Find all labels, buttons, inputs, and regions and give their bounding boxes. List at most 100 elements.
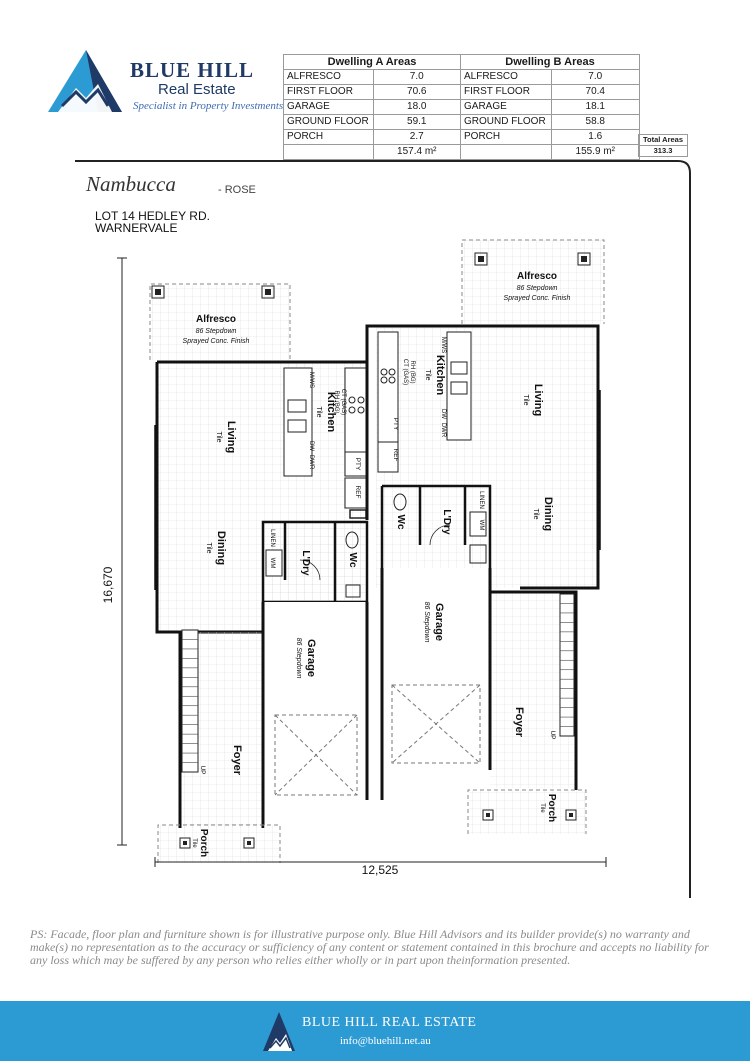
b-mws-label: M/WS — [440, 337, 446, 353]
b-dining-label: Dining — [542, 497, 554, 531]
b-ct-label: CT (GAS) — [402, 359, 408, 385]
b-living-area — [376, 326, 598, 588]
b-up-label: UP — [549, 730, 556, 739]
b-alfresco-area — [462, 240, 604, 324]
a-post-icon — [243, 837, 255, 849]
a-living-floor: Tile — [215, 431, 222, 442]
b-laundry-label: L'Dry — [441, 509, 452, 535]
b-post-icon — [577, 252, 591, 266]
b-living-floor: Tile — [522, 394, 529, 405]
b-exterior-wall — [365, 324, 600, 590]
a-porch-label: Porch — [198, 829, 209, 857]
a-linen-label: LINEN — [269, 529, 275, 547]
a-laundry-label: L'Dry — [300, 550, 311, 576]
footer-logo-icon — [263, 1012, 295, 1051]
b-garage-area — [382, 568, 490, 800]
b-washing-machine-icon — [469, 511, 487, 537]
b-kitchen-floor: Tile — [424, 369, 431, 380]
a-mws-label: M/WS — [308, 372, 314, 388]
a-garage-label: Garage — [305, 639, 317, 677]
floor-plan: Alfresco 86 Stepdown Sprayed Conc. Finis… — [75, 160, 691, 898]
a-dw-label: DW — [308, 441, 314, 451]
b-dwr-label: DWR — [440, 423, 446, 438]
brand-name: BLUE HILL — [130, 58, 254, 82]
b-toilet-icon — [393, 493, 407, 511]
dwelling-a — [149, 283, 369, 863]
b-porch-floor: Tile — [539, 803, 545, 813]
b-dw-label: DW — [440, 409, 446, 419]
a-door-swing — [299, 559, 321, 581]
table-row: GROUND FLOOR 59.1 GROUND FLOOR 58.8 — [283, 114, 641, 130]
a-alfresco-label: Alfresco — [196, 314, 236, 325]
width-dimension: 12,525 — [362, 863, 399, 877]
b-wm-label: WM — [478, 520, 484, 531]
a-kitchen-label: Kitchen — [325, 392, 337, 433]
b-linen-label: LINEN — [478, 491, 484, 509]
a-sink-icon — [287, 419, 307, 433]
b-dining-floor: Tile — [532, 508, 539, 519]
brand-subtitle: Real Estate — [158, 81, 236, 98]
b-post-icon — [474, 252, 488, 266]
dwelling-b — [365, 239, 605, 834]
a-garage-area — [263, 602, 367, 822]
sheet-border — [75, 160, 691, 898]
design-variant: - ROSE — [218, 184, 256, 196]
areas-table: Dwelling A Areas Dwelling B Areas ALFRES… — [283, 54, 641, 160]
footer-email[interactable]: info@bluehill.net.au — [340, 1035, 431, 1047]
a-post-icon — [179, 837, 191, 849]
total-b: 155.9 m² — [550, 144, 641, 160]
a-living-label: Living — [225, 421, 237, 453]
totals-row: 157.4 m² 155.9 m² — [283, 144, 641, 160]
a-alfresco-note2: Sprayed Conc. Finish — [183, 338, 250, 345]
brand-logo-mark — [48, 50, 122, 112]
a-dining-label: Dining — [215, 531, 227, 565]
table-row: GARAGE 18.0 GARAGE 18.1 — [283, 99, 641, 115]
a-alfresco-note1: 86 Stepdown — [196, 328, 237, 335]
a-pty-label: PTY — [354, 458, 361, 471]
b-post-icon — [565, 809, 577, 821]
a-up-label: UP — [199, 765, 206, 774]
a-cooktop-icon — [348, 396, 356, 404]
a-alfresco-outline — [149, 283, 291, 360]
a-dining-floor: Tile — [205, 542, 212, 553]
total-areas-box: Total Areas 313.3 — [638, 134, 688, 157]
total-areas-label: Total Areas — [642, 135, 683, 144]
disclaimer: PS: Facade, floor plan and furniture sho… — [30, 927, 709, 967]
address: LOT 14 HEDLEY RD. WARNERVALE — [95, 210, 210, 234]
a-toilet-icon — [345, 531, 359, 549]
footer-title: BLUE HILL REAL ESTATE — [302, 1015, 477, 1030]
address-line-2: WARNERVALE — [95, 221, 178, 235]
b-living-label: Living — [532, 384, 544, 416]
a-rh-label: RH (BG) — [333, 391, 339, 414]
a-wc-label: Wc — [347, 553, 358, 568]
b-foyer-label: Foyer — [513, 707, 525, 738]
brand-tagline: Specialist in Property Investments — [133, 100, 284, 112]
b-wc-label: Wc — [395, 515, 406, 530]
a-post-icon — [151, 285, 165, 299]
a-porch-area — [158, 825, 280, 863]
address-line-1: LOT 14 HEDLEY RD. — [95, 209, 210, 223]
b-sink-icon — [450, 361, 468, 375]
a-washing-machine-icon — [265, 549, 283, 577]
b-alfresco-note1: 86 Stepdown — [517, 285, 558, 292]
b-cooktop-icon — [380, 368, 388, 376]
height-dimension: 16,670 — [101, 566, 115, 603]
a-post-icon — [261, 285, 275, 299]
a-kitchen-bench — [283, 367, 313, 477]
a-sink-icon — [287, 399, 307, 413]
b-porch-label: Porch — [546, 794, 557, 822]
a-ct-label: CT (GAS) — [340, 389, 346, 415]
b-staircase — [559, 593, 575, 737]
a-alfresco-area — [150, 284, 290, 360]
b-pty-label: PTY — [392, 418, 399, 431]
footer-bar — [0, 1001, 750, 1061]
a-dwr-label: DWR — [308, 455, 314, 470]
total-areas-value: 313.3 — [639, 145, 687, 156]
b-fridge — [377, 441, 399, 473]
a-staircase — [181, 629, 199, 773]
b-kitchen-label: Kitchen — [434, 355, 446, 396]
a-porch-floor: Tile — [191, 838, 197, 848]
b-garage-door-outline — [391, 684, 481, 764]
b-porch-area — [468, 790, 586, 834]
b-garage-label: Garage — [433, 603, 445, 641]
